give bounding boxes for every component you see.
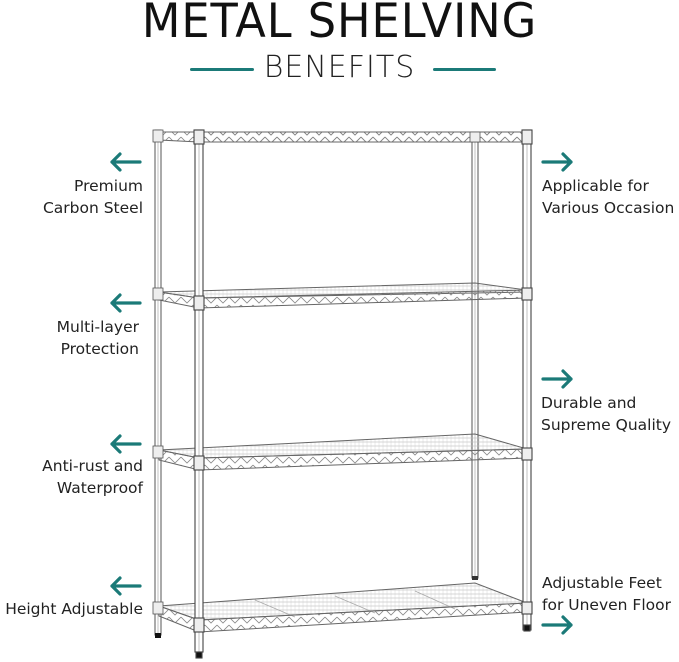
- callout-multi-layer-protection: Multi-layer Protection: [56, 318, 139, 358]
- arrow-right-icon: [541, 615, 573, 635]
- callout-adjustable-feet: Adjustable Feet for Uneven Floor: [542, 574, 671, 614]
- arrow-left-icon: [110, 576, 142, 596]
- divider-right: [433, 68, 496, 71]
- shelf-tier-4: [158, 582, 528, 633]
- arrow-right-icon: [541, 152, 573, 172]
- callout-durable-supreme-quality: Durable and Supreme Quality: [541, 394, 672, 434]
- subtitle: BENEFITS: [263, 50, 416, 85]
- arrow-left-icon: [110, 293, 142, 313]
- callout-height-adjustable: Height Adjustable: [5, 600, 143, 618]
- arrow-right-icon: [541, 369, 573, 389]
- arrow-left-icon: [110, 152, 142, 172]
- callout-premium-carbon-steel: Premium Carbon Steel: [42, 177, 143, 217]
- back-post-collars: [152, 129, 481, 615]
- front-left-post: [193, 129, 205, 659]
- subtitle-row: BENEFITS: [0, 50, 679, 90]
- page-title: METAL SHELVING: [141, 0, 538, 49]
- back-post-feet: [155, 576, 478, 638]
- arrow-left-icon: [110, 434, 142, 454]
- metal-shelving-illustration: [152, 129, 533, 659]
- callout-anti-rust-waterproof: Anti-rust and Waterproof: [42, 457, 143, 497]
- back-right-post: [471, 137, 479, 579]
- callout-applicable-various-occasion: Applicable for Various Occasion: [542, 177, 675, 217]
- front-right-post: [521, 129, 533, 632]
- divider-left: [190, 68, 254, 71]
- back-left-post: [154, 129, 162, 636]
